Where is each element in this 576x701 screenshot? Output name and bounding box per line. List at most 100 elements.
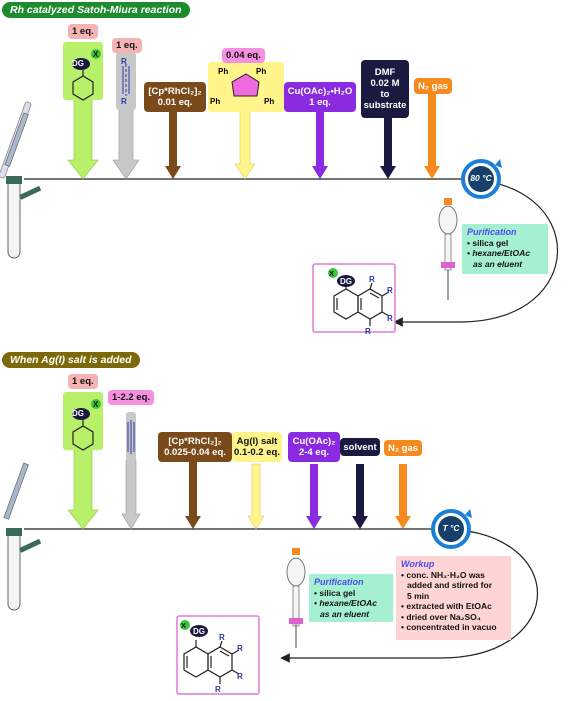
workup-item-5: • dried over Na₂SO₄ — [401, 611, 481, 622]
oxidant-label-2: Cu(OAc)₂ — [292, 436, 336, 447]
dg-label-p2: DG — [193, 627, 205, 636]
product-box-2 — [176, 615, 260, 695]
separatory-funnel-icon-1 — [438, 198, 458, 300]
x-label-p1: X — [329, 269, 335, 278]
oxidant-arrow-1 — [312, 110, 328, 179]
x-badge-product-1 — [328, 268, 338, 278]
gas-arrow-2 — [395, 464, 411, 529]
r-label-p2d: R — [215, 685, 221, 694]
ag-box-2: Ag(I) salt 0.1-0.2 eq. — [232, 432, 282, 462]
gas-label-1: N₂ gas — [417, 80, 449, 92]
oxidant-eq-1: 1 eq. — [309, 97, 331, 108]
x-label-2: X — [93, 400, 99, 409]
section2-banner: When Ag(I) salt is added — [2, 352, 140, 368]
catalyst-box-2: [Cp*RhCl₂]₂ 0.025-0.04 eq. — [158, 432, 232, 462]
reaction-flask-icon-2 — [3, 462, 42, 611]
solvent-arrow-2 — [352, 464, 368, 529]
solvent-label-2: solvent — [343, 441, 377, 453]
catalyst-arrow-2 — [185, 460, 201, 529]
x-label-p2: X — [181, 621, 187, 630]
oxidant-box-1: Cu(OAc)₂•H₂O 1 eq. — [284, 82, 356, 112]
temp-label-2: T °C — [442, 523, 460, 533]
r-label-p2a: R — [219, 633, 225, 642]
substrate-eq-label-1: 1 eq. — [68, 24, 98, 39]
catalyst-box-1: [Cp*RhCl₂]₂ 0.01 eq. — [144, 82, 206, 112]
r-label-1a: R — [121, 57, 127, 66]
workup-item-2: added and stirred for — [407, 580, 493, 590]
ph-label-1b: Ph — [256, 67, 267, 76]
alkyne-eq-label-1: 1 eq. — [112, 38, 142, 53]
gas-box-1: N₂ gas — [414, 78, 452, 94]
temp-label-1: 80 °C — [470, 173, 492, 183]
solvent-line3-1: to — [380, 89, 390, 100]
purification-note-2: Purification • silica gel • hexane/EtOAc… — [309, 574, 393, 622]
substrate-molecule-icon-2 — [72, 420, 94, 451]
dg-label-1: DG — [72, 59, 84, 68]
catalyst-eq-2: 0.025-0.04 eq. — [164, 447, 226, 458]
x-badge-product-2 — [180, 620, 190, 630]
oxidant-box-2: Cu(OAc)₂ 2-4 eq. — [288, 432, 340, 462]
oxidant-arrow-2 — [306, 464, 322, 529]
solvent-arrow-1 — [380, 118, 396, 179]
naphthalene-product-icon-2 — [183, 640, 240, 684]
ph-label-1d: Ph — [264, 97, 275, 106]
r-label-p1b: R — [387, 286, 393, 295]
substrate-arrow-1 — [67, 97, 99, 180]
gas-arrow-1 — [424, 92, 440, 179]
purification-title-2: Purification — [314, 577, 364, 587]
workup-item-3: 5 min — [407, 590, 430, 601]
process-line-2 — [24, 528, 539, 663]
purification-item-2c: as an eluent — [320, 608, 370, 619]
purification-item-2a: • silica gel — [314, 587, 356, 598]
section1-banner: Rh catalyzed Satoh-Miura reaction — [2, 2, 190, 18]
workup-item-1: • conc. NH₃·H₂O was — [401, 569, 485, 580]
ag-eq-2: 0.1-0.2 eq. — [234, 447, 280, 458]
r-label-p1a: R — [369, 275, 375, 284]
dg-label-2: DG — [72, 409, 84, 418]
solvent-line2-1: 0.02 M — [370, 78, 400, 89]
purification-title-1: Purification — [467, 227, 517, 237]
oxidant-eq-2: 2-4 eq. — [298, 447, 330, 458]
purification-item-1a: • silica gel — [467, 237, 509, 248]
cyclopentadiene-icon — [231, 73, 260, 97]
substrate-eq-label-2: 1 eq. — [68, 374, 98, 389]
ph-label-1a: Ph — [218, 67, 229, 76]
ph-label-1c: Ph — [210, 97, 221, 106]
r-label-p2c: R — [237, 672, 243, 681]
x-label-1: X — [93, 50, 99, 59]
oxidant-label-1: Cu(OAc)₂•H₂O — [287, 86, 353, 97]
dg-oval-product-1 — [337, 275, 355, 287]
additive-eq-label-1: 0.04 eq. — [222, 48, 265, 63]
solvent-box-2: solvent — [340, 438, 380, 456]
reaction-flask-icon-1 — [0, 101, 42, 259]
catalyst-arrow-1 — [165, 110, 181, 179]
purification-item-1b: • hexane/EtOAc — [467, 248, 530, 258]
r-label-p1c: R — [387, 314, 393, 323]
heating-cycle-icon-2 — [431, 509, 472, 549]
r-label-1b: R — [121, 97, 127, 106]
solvent-box-1: DMF 0.02 M to substrate — [361, 60, 409, 118]
heating-cycle-icon-1 — [461, 159, 502, 199]
naphthalene-product-icon-1 — [333, 282, 390, 326]
solvent-line1-1: DMF — [374, 67, 396, 78]
solvent-line4-1: substrate — [363, 100, 407, 111]
substrate-molecule-icon-1 — [72, 70, 94, 101]
workup-title-2: Workup — [401, 559, 435, 569]
ag-label-2: Ag(I) salt — [236, 436, 278, 447]
dg-label-p1: DG — [340, 277, 352, 286]
workup-item-6: • concentrated in vacuo — [401, 622, 497, 632]
product-box-1 — [312, 263, 396, 333]
substrate-arrow-2 — [67, 447, 99, 530]
purification-note-1: Purification • silica gel • hexane/EtOAc… — [462, 224, 548, 274]
r-label-p2b: R — [237, 644, 243, 653]
workup-item-4: • extracted with EtOAc — [401, 601, 492, 611]
catalyst-label-2: [Cp*RhCl₂]₂ — [168, 436, 222, 447]
r-label-p1d: R — [365, 327, 371, 336]
purification-item-1c: as an eluent — [473, 258, 523, 269]
separatory-funnel-icon-2 — [286, 548, 306, 648]
ag-arrow-2 — [247, 463, 265, 530]
gas-label-2: N₂ gas — [387, 442, 419, 454]
additive-arrow-1 — [234, 109, 256, 180]
alkyne-arrow-2 — [121, 459, 141, 530]
